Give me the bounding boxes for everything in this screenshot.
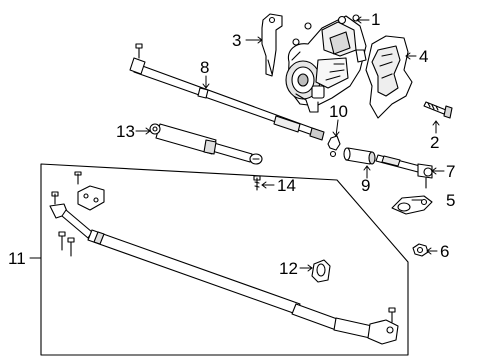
steering-damper[interactable] [149,123,263,165]
callout-10: 10 [329,102,348,121]
nut[interactable] [412,243,429,257]
steering-gear[interactable] [285,14,367,113]
tie-rod-bracket[interactable] [391,195,433,215]
callout-3: 3 [232,31,242,50]
callout-5: 5 [446,191,456,210]
callout-1: 1 [371,10,381,29]
adjuster-sleeve[interactable] [343,147,376,165]
callout-12: 12 [279,259,298,278]
callout-9: 9 [361,176,371,195]
callout-11: 11 [8,249,26,268]
callout-7: 7 [446,162,456,181]
callout-14: 14 [277,176,296,195]
callout-2: 2 [430,133,440,152]
tie-rod[interactable] [49,191,399,345]
clamp[interactable] [327,135,341,158]
callout-6: 6 [440,242,450,261]
callout-4: 4 [419,47,429,66]
tie-rod-hardware[interactable] [58,171,105,257]
heat-shield[interactable] [365,35,413,119]
gear-bracket[interactable] [261,13,283,77]
tie-rod-end[interactable] [375,154,433,189]
damper-bolt[interactable] [253,175,261,191]
leader-lines [29,16,445,272]
tie-rod-clamp[interactable] [311,259,331,283]
callout-13: 13 [116,122,135,141]
assembly-frame [40,163,409,356]
gear-mounting-bolt[interactable] [423,101,453,119]
callout-8: 8 [200,58,210,77]
drag-link[interactable] [129,43,325,141]
